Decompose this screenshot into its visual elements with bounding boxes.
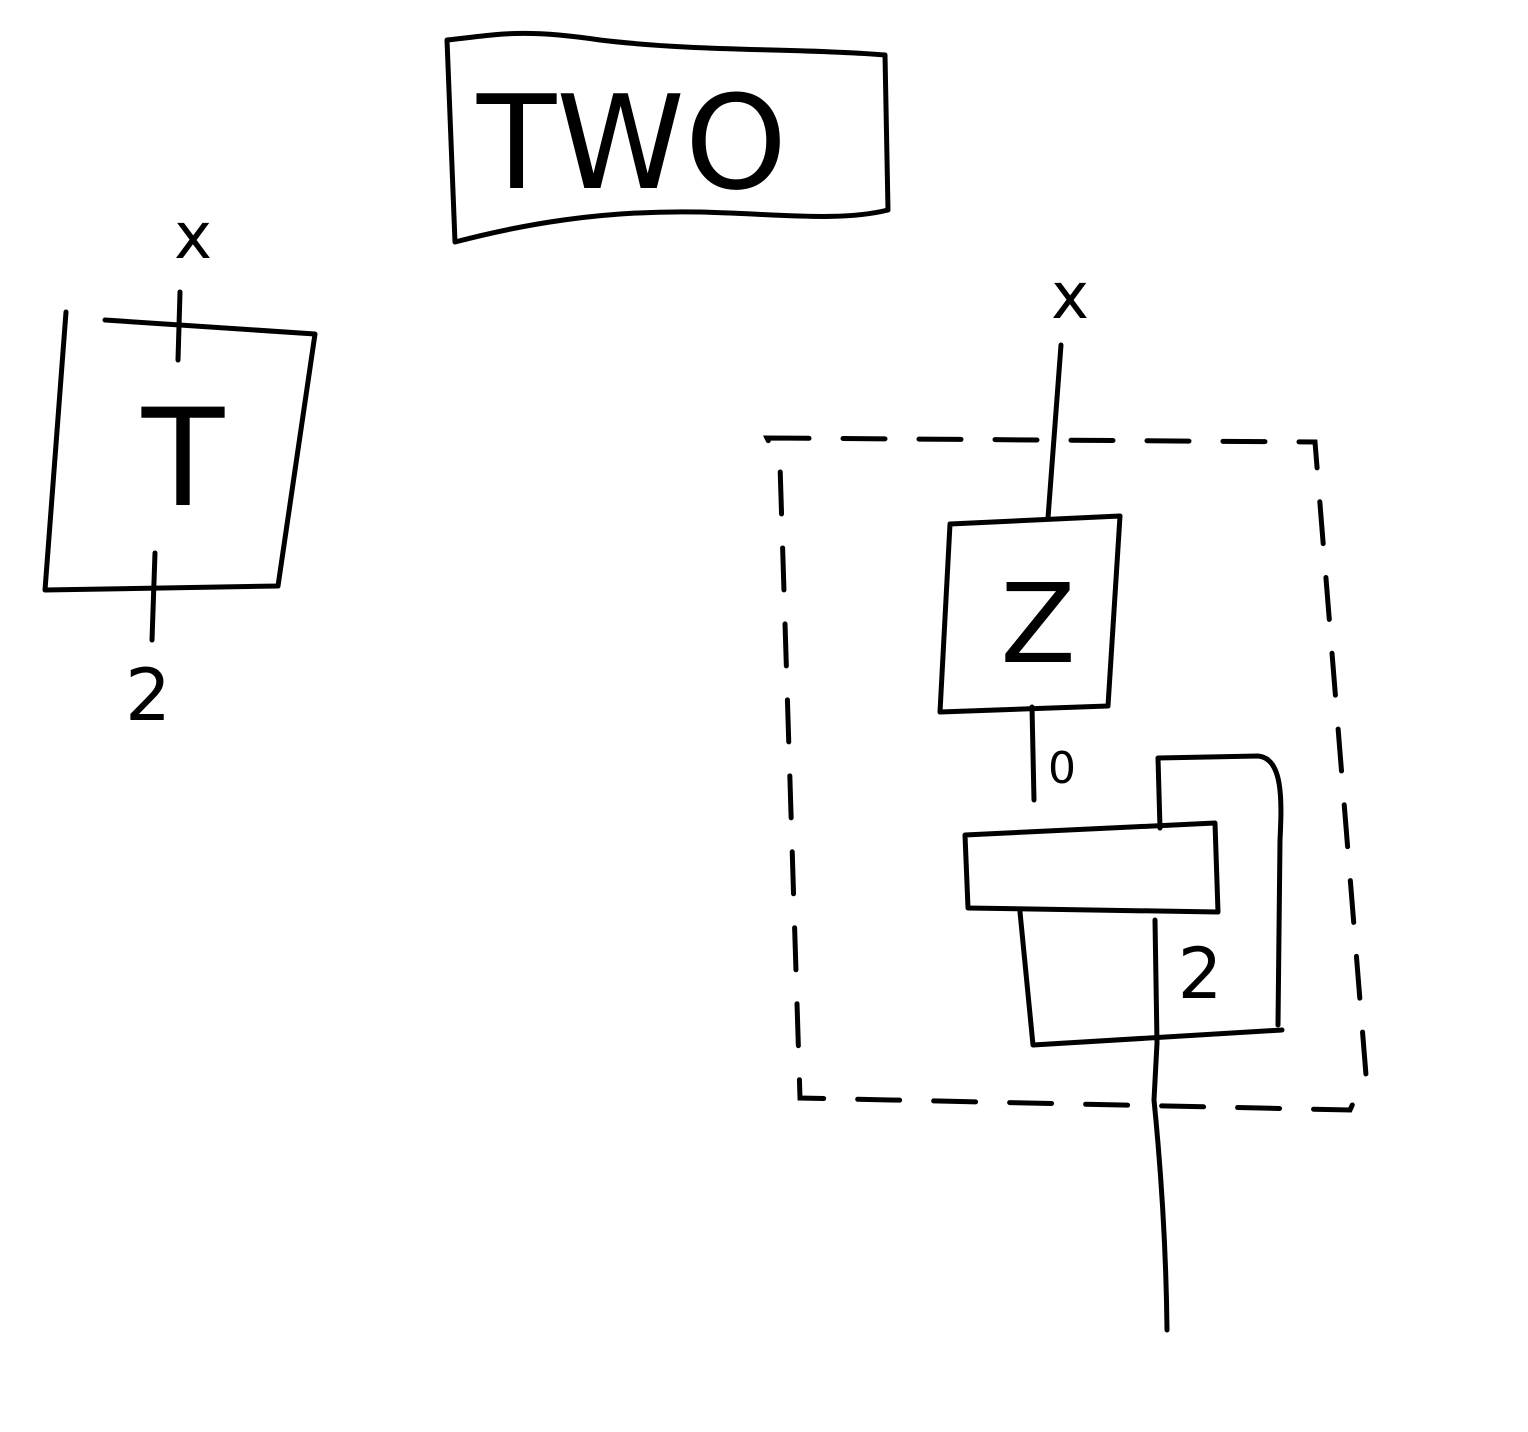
right-input-label: x [1051, 260, 1089, 334]
bar-box [962, 820, 1221, 915]
left-box-output-wire [149, 550, 158, 643]
title-box-label: TWO [476, 67, 787, 219]
mid-wire [1029, 704, 1037, 803]
right-diagram: x Z 0 2 [763, 260, 1369, 1333]
right-output-wire [1151, 1040, 1170, 1333]
title-box-frame [444, 30, 891, 245]
z-box-frame [937, 513, 1123, 715]
left-box-output-label: 2 [125, 653, 171, 737]
left-box-group: x T 2 [42, 200, 318, 737]
bottom-box-inner-wire [1152, 917, 1160, 1046]
right-input-wire [1045, 342, 1064, 521]
feedback-loop [1155, 753, 1284, 1028]
title-box: TWO [444, 30, 891, 245]
left-box-frame [42, 309, 318, 593]
bottom-box-label: 2 [1178, 933, 1223, 1015]
left-box-input-label: x [174, 200, 212, 274]
left-box-label: T [141, 380, 225, 537]
z-box-label: Z [1000, 560, 1075, 688]
mid-wire-label: 0 [1048, 743, 1076, 794]
bottom-box-frame [1017, 909, 1285, 1048]
dashed-enclosure [763, 435, 1369, 1113]
